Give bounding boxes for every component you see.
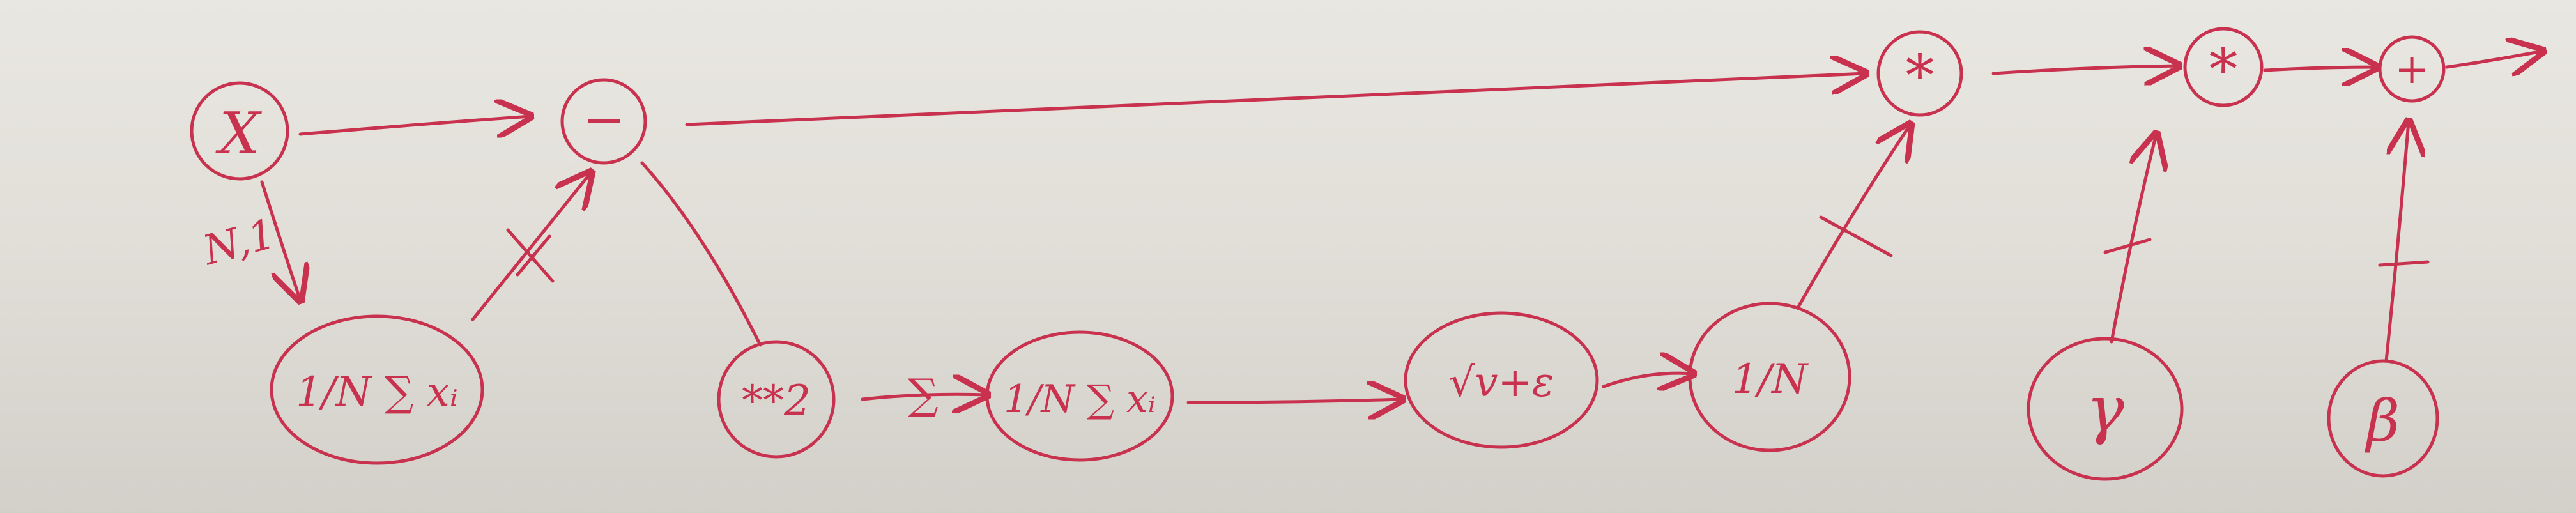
node-gamma: γ xyxy=(2027,337,2184,481)
edge-x-mean-label: N,1 xyxy=(197,210,280,275)
edge-x-mean xyxy=(260,180,300,300)
edge-minus-mul1 xyxy=(685,73,1866,126)
node-plus-label: + xyxy=(2395,46,2429,93)
edge-minus-square xyxy=(640,161,762,347)
edge-reciprocal-mul1-tick xyxy=(1819,215,1893,257)
edge-mean-minus-tick xyxy=(506,228,555,283)
edge-beta-plus xyxy=(2384,121,2409,363)
node-reciprocal: 1/N xyxy=(1688,302,1851,452)
node-mean: 1/N ∑ xᵢ xyxy=(270,314,484,465)
node-minus: − xyxy=(560,78,647,165)
node-x-label: X xyxy=(215,100,263,167)
node-square: **2 xyxy=(717,340,836,459)
edge-reciprocal-mul1 xyxy=(1797,125,1910,309)
node-sqrt: √v+ε xyxy=(1404,311,1599,449)
node-mean-label: 1/N ∑ xᵢ xyxy=(296,369,458,416)
edge-square-variance-label: ∑ xyxy=(908,370,938,419)
node-plus: + xyxy=(2378,35,2446,103)
node-beta-label: β xyxy=(2365,388,2400,455)
edge-beta-plus-tick xyxy=(2378,260,2430,267)
node-gamma-label: γ xyxy=(2086,372,2124,447)
node-variance-label: 1/N ∑ xᵢ xyxy=(1004,377,1156,422)
node-beta: β xyxy=(2327,359,2439,478)
edge-plus-output xyxy=(2445,51,2543,67)
edge-mean-minus xyxy=(471,172,591,321)
node-square-label: **2 xyxy=(742,376,811,425)
edge-x-minus xyxy=(298,116,530,134)
edge-square-variance xyxy=(861,394,987,399)
edge-sqrt-reciprocal xyxy=(1602,373,1693,387)
edge-variance-sqrt xyxy=(1186,399,1402,402)
node-variance: 1/N ∑ xᵢ xyxy=(985,330,1174,462)
node-x: X xyxy=(190,81,289,181)
node-mul1-label: * xyxy=(1906,43,1935,110)
edge-mul2-plus xyxy=(2263,67,2377,70)
node-mul2: * xyxy=(2183,27,2264,107)
node-reciprocal-label: 1/N xyxy=(1732,356,1809,403)
node-minus-label: − xyxy=(582,90,625,149)
node-mul1: * xyxy=(1876,30,1963,117)
edge-gamma-mul2 xyxy=(2110,134,2156,344)
edge-mul1-mul2 xyxy=(1991,66,2179,73)
node-mul2-label: * xyxy=(2209,36,2238,103)
edge-gamma-mul2-tick xyxy=(2103,238,2152,254)
node-sqrt-label: √v+ε xyxy=(1449,359,1554,406)
